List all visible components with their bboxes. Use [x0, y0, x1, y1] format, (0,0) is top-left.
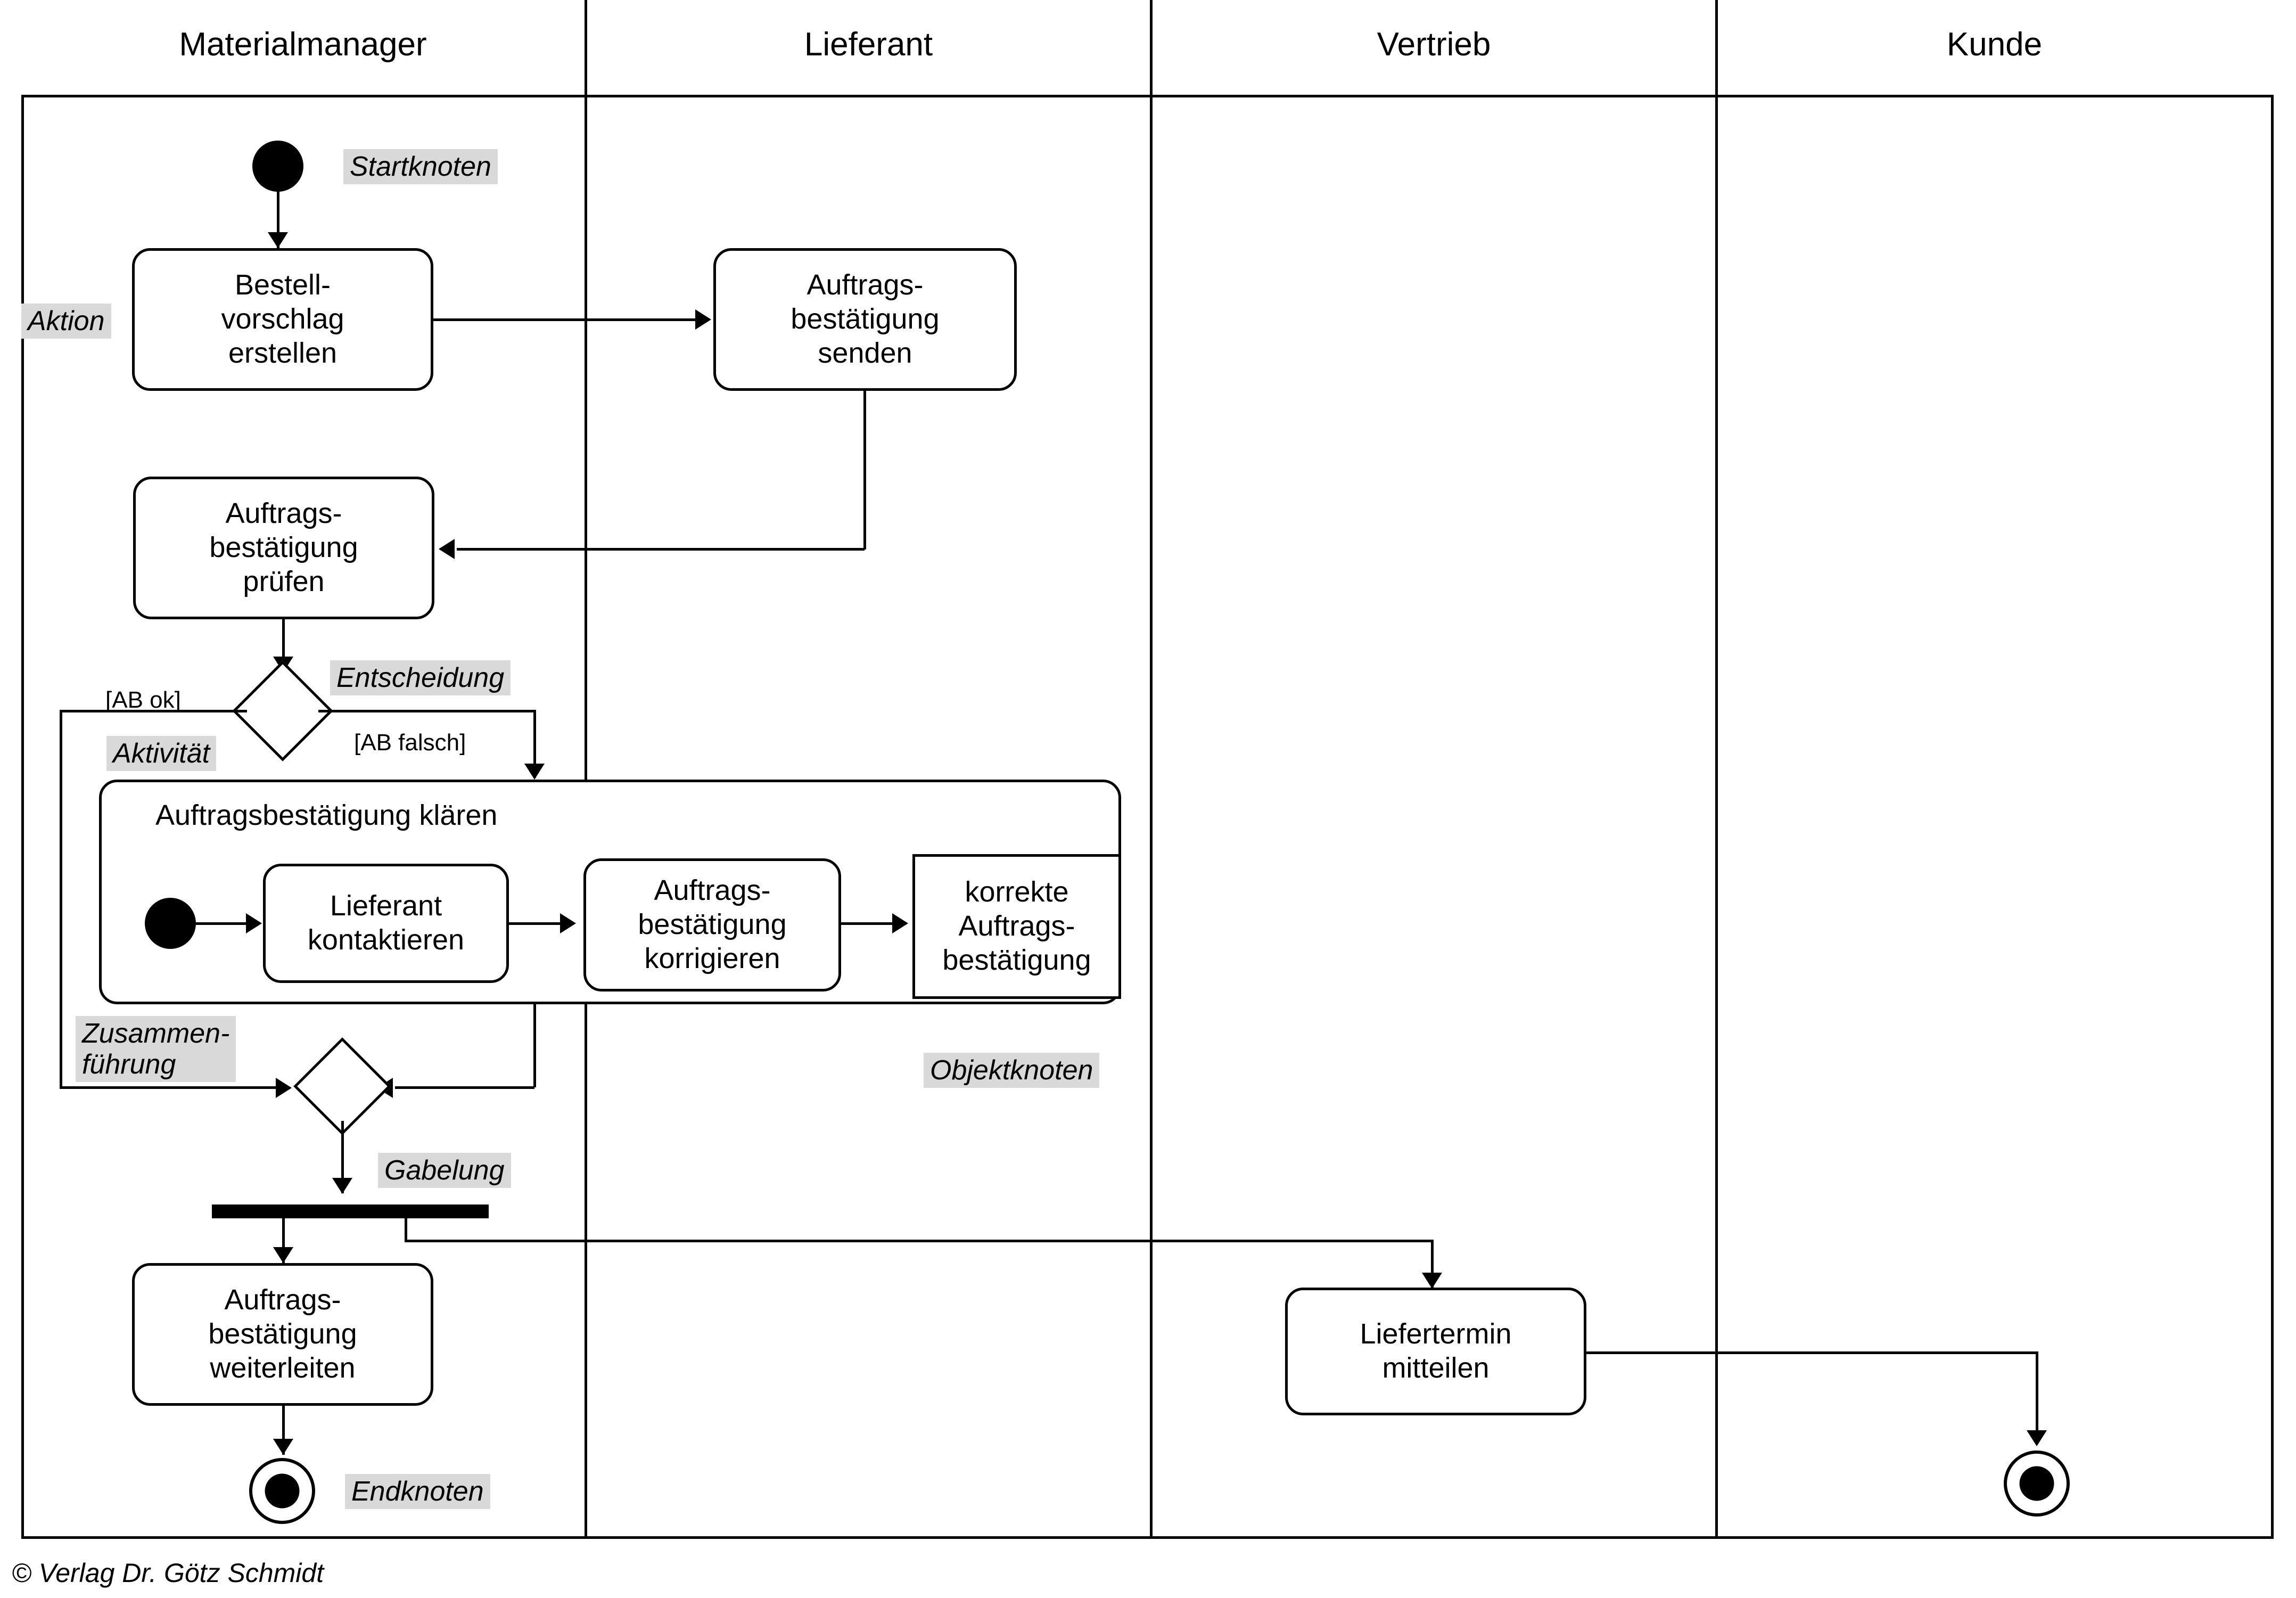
action-auftragsbestaetigung-korrigieren: Auftrags- bestätigung korrigieren: [583, 858, 841, 991]
action-label: Auftrags- bestätigung prüfen: [209, 497, 358, 597]
object-label: korrekte Auftrags- bestätigung: [942, 876, 1091, 976]
lane-separator-2: [1150, 0, 1153, 1539]
edge-fork-right-down: [405, 1218, 407, 1241]
copyright-notice: © Verlag Dr. Götz Schmidt: [12, 1558, 324, 1588]
lane-bottom-divider: [21, 1536, 2273, 1539]
arrowhead-to-ab-pruefen: [439, 539, 455, 559]
lane-title-materialmanager: Materialmanager: [179, 26, 427, 63]
edge-merge-to-fork: [341, 1121, 344, 1193]
annotation-gabelung: Gabelung: [378, 1153, 511, 1189]
action-lieferant-kontaktieren: Lieferant kontaktieren: [263, 864, 509, 983]
annotation-startknoten: Startknoten: [343, 149, 498, 185]
action-label: Liefertermin mitteilen: [1360, 1318, 1512, 1384]
action-auftragsbestaetigung-weiterleiten: Auftrags- bestätigung weiterleiten: [132, 1263, 433, 1406]
edge-activity-exit-to-merge: [395, 1086, 534, 1089]
end-node-kunde: [2004, 1451, 2070, 1517]
lane-separator-1: [585, 0, 587, 1539]
edge-decision-falsch-right: [318, 710, 536, 712]
action-label: Bestell- vorschlag erstellen: [221, 269, 344, 369]
edge-decision-ok-to-merge: [60, 1086, 279, 1089]
lane-left-border: [21, 95, 24, 1539]
edge-activity-exit-down: [533, 1004, 536, 1087]
action-liefertermin-mitteilen: Liefertermin mitteilen: [1285, 1288, 1586, 1415]
edge-lieferant-to-korrigieren: [509, 922, 569, 925]
edge-korrigieren-to-objekt: [841, 922, 901, 925]
lane-title-kunde: Kunde: [1946, 26, 2043, 63]
action-label: Auftrags- bestätigung senden: [791, 269, 940, 369]
edge-bestellvorschlag-to-ab-senden: [433, 318, 697, 321]
action-auftragsbestaetigung-senden: Auftrags- bestätigung senden: [713, 248, 1017, 391]
annotation-zusammenfuehrung: Zusammen- führung: [76, 1016, 236, 1083]
lane-title-vertrieb: Vertrieb: [1377, 26, 1491, 63]
edge-fork-left-down: [282, 1218, 285, 1263]
arrowhead-weiterleiten-to-end: [273, 1439, 293, 1455]
annotation-entscheidung: Entscheidung: [330, 660, 511, 696]
annotation-aktion: Aktion: [21, 304, 111, 339]
annotation-objektknoten: Objektknoten: [924, 1053, 1100, 1088]
action-label: Lieferant kontaktieren: [307, 890, 465, 956]
edge-vertrieb-down: [1431, 1240, 1434, 1288]
arrowhead-merge-to-fork: [332, 1178, 352, 1194]
arrowhead-bestellvorschlag-to-ab-senden: [695, 309, 711, 330]
lane-right-border: [2271, 95, 2274, 1539]
arrowhead-substart-to-lieferant: [246, 913, 262, 933]
arrowhead-to-liefertermin: [1422, 1273, 1442, 1289]
end-node-materialmanager: [249, 1458, 315, 1524]
arrowhead-start-to-bestellvorschlag: [268, 232, 288, 248]
action-label: Auftrags- bestätigung weiterleiten: [208, 1284, 357, 1384]
edge-liefertermin-to-kunde: [1586, 1351, 2038, 1354]
edge-kunde-down: [2036, 1351, 2038, 1443]
edge-ab-senden-to-ab-pruefen: [457, 548, 865, 551]
guard-ab-ok: [AB ok]: [105, 687, 181, 713]
action-auftragsbestaetigung-pruefen: Auftrags- bestätigung prüfen: [133, 477, 434, 619]
edge-decision-falsch-down: [533, 710, 536, 778]
lane-header-divider: [21, 95, 2273, 97]
arrowhead-falsch-into-activity: [524, 764, 545, 780]
edge-substart-to-lieferant-kontaktieren: [196, 922, 254, 925]
edge-ab-senden-down: [863, 391, 866, 550]
activity-label: Auftragsbestätigung klären: [155, 799, 498, 831]
guard-ab-falsch: [AB falsch]: [354, 730, 466, 756]
edge-start-to-bestellvorschlag: [277, 192, 279, 248]
arrowhead-korrigieren-to-objekt: [892, 913, 908, 933]
annotation-endknoten: Endknoten: [345, 1474, 490, 1510]
annotation-aktivitaet: Aktivität: [106, 736, 217, 772]
edge-decision-ok-left: [60, 710, 247, 712]
action-label: Auftrags- bestätigung korrigieren: [638, 874, 787, 974]
action-bestellvorschlag-erstellen: Bestell- vorschlag erstellen: [132, 248, 433, 391]
arrowhead-ok-to-merge: [276, 1078, 292, 1098]
arrowhead-to-end-kunde: [2027, 1430, 2047, 1446]
lane-separator-3: [1715, 0, 1718, 1539]
edge-fork-to-vertrieb: [405, 1240, 1434, 1242]
edge-decision-ok-down: [60, 710, 62, 1089]
sub-start-node: [145, 898, 196, 949]
edge-ab-pruefen-to-decision: [282, 619, 285, 671]
lane-title-lieferant: Lieferant: [804, 26, 933, 63]
arrowhead-fork-to-weiterleiten: [273, 1247, 293, 1263]
arrowhead-lieferant-to-korrigieren: [560, 913, 576, 933]
edge-weiterleiten-to-end: [282, 1406, 285, 1455]
fork-node: [212, 1204, 489, 1218]
object-node-korrekte-auftragsbestaetigung: korrekte Auftrags- bestätigung: [912, 854, 1121, 999]
start-node: [252, 141, 303, 192]
